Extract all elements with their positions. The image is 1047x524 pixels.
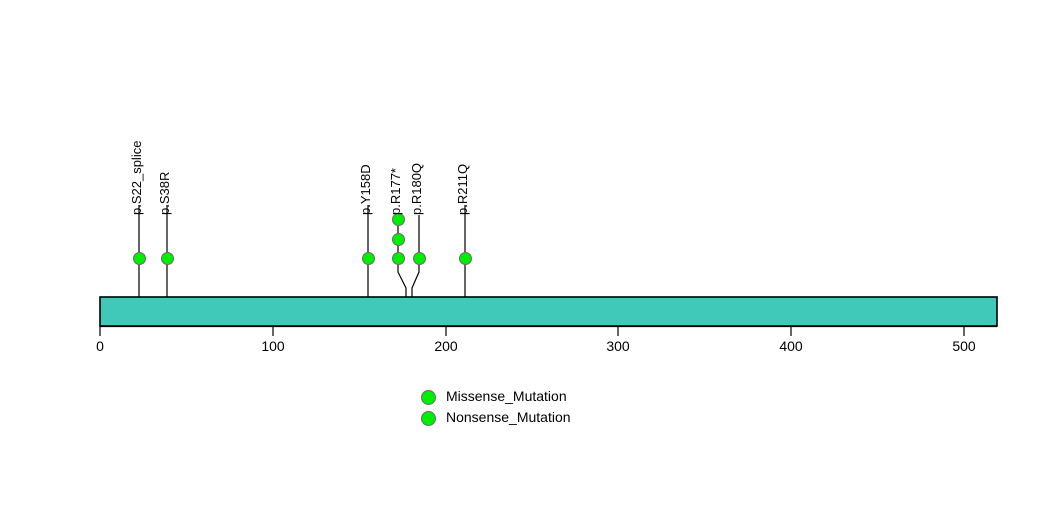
mutation-label-p-R211Q: p.R211Q	[455, 163, 470, 215]
lollipop-dot-p-Y158D[interactable]	[362, 252, 375, 265]
mutation-label-p-S22-splice: p.S22_splice	[129, 140, 144, 215]
legend-dot-missense	[421, 390, 436, 405]
mutation-label-p-S38R: p.S38R	[157, 171, 172, 215]
x-tick-label-100: 100	[261, 338, 285, 354]
lollipop-dot-p-R211Q[interactable]	[459, 252, 472, 265]
x-axis-ticks	[99, 326, 965, 336]
protein-bar	[99, 296, 998, 327]
legend-label-missense: Missense_Mutation	[446, 388, 567, 404]
legend-label-nonsense: Nonsense_Mutation	[446, 409, 571, 425]
x-tick-label-300: 300	[606, 338, 630, 354]
mutation-label-p-Y158D: p.Y158D	[358, 164, 373, 215]
x-tick-label-500: 500	[952, 338, 976, 354]
legend-dot-nonsense	[421, 411, 436, 426]
lollipop-dot-p-R177-nonsense-2[interactable]	[392, 233, 405, 246]
lollipop-dot-p-R180Q[interactable]	[413, 252, 426, 265]
x-tick-label-200: 200	[434, 338, 458, 354]
mutation-label-p-R177-nonsense: p.R177*	[388, 168, 403, 215]
x-tick-label-0: 0	[96, 338, 104, 354]
lollipop-dot-p-R177-nonsense-1[interactable]	[392, 252, 405, 265]
lollipop-dot-p-R177-nonsense-3[interactable]	[392, 213, 405, 226]
lollipop-dot-p-S38R[interactable]	[161, 252, 174, 265]
x-tick-label-400: 400	[779, 338, 803, 354]
mutation-label-p-R180Q: p.R180Q	[409, 162, 424, 215]
lollipop-dot-p-S22-splice[interactable]	[133, 252, 146, 265]
